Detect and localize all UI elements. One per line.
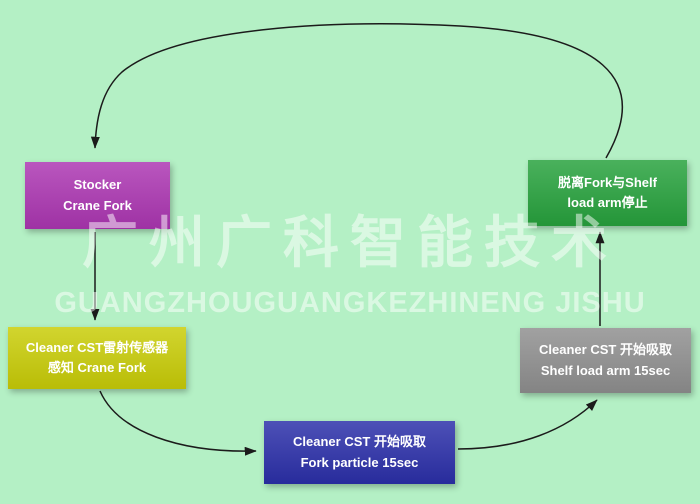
arrow-sensor-to-fork-particle (99, 390, 257, 456)
node-label-line: Crane Fork (63, 197, 132, 213)
node-label-line: Stocker (73, 177, 122, 193)
node-cleaner-cst-laser-sensor: Cleaner CST雷射传感器 感知 Crane Fork (8, 327, 186, 389)
node-cleaner-cst-shelf-load-arm: Cleaner CST 开始吸取 Shelf load arm 15sec (520, 328, 691, 393)
node-label-line: Fork particle 15sec (300, 454, 419, 470)
node-label-line: Cleaner CST 开始吸取 (539, 342, 672, 358)
node-label-line: Cleaner CST 开始吸取 (293, 434, 426, 450)
node-label-line: Cleaner CST雷射传感器 (25, 339, 169, 355)
node-detach-fork-shelf-stop: 脱离Fork与Shelf load arm停止 (528, 160, 687, 226)
node-label-line: Shelf load arm 15sec (540, 362, 671, 378)
node-cleaner-cst-fork-particle: Cleaner CST 开始吸取 Fork particle 15sec (264, 421, 455, 484)
arrow-detach-to-stocker (90, 23, 624, 159)
node-stocker-crane-fork: Stocker Crane Fork (25, 162, 170, 229)
node-label-line: load arm停止 (567, 195, 648, 210)
node-label-line: 脱离Fork与Shelf (558, 174, 657, 190)
arrow-fork-particle-to-shelf-load (457, 399, 598, 450)
node-label-line: 感知 Crane Fork (47, 360, 147, 375)
